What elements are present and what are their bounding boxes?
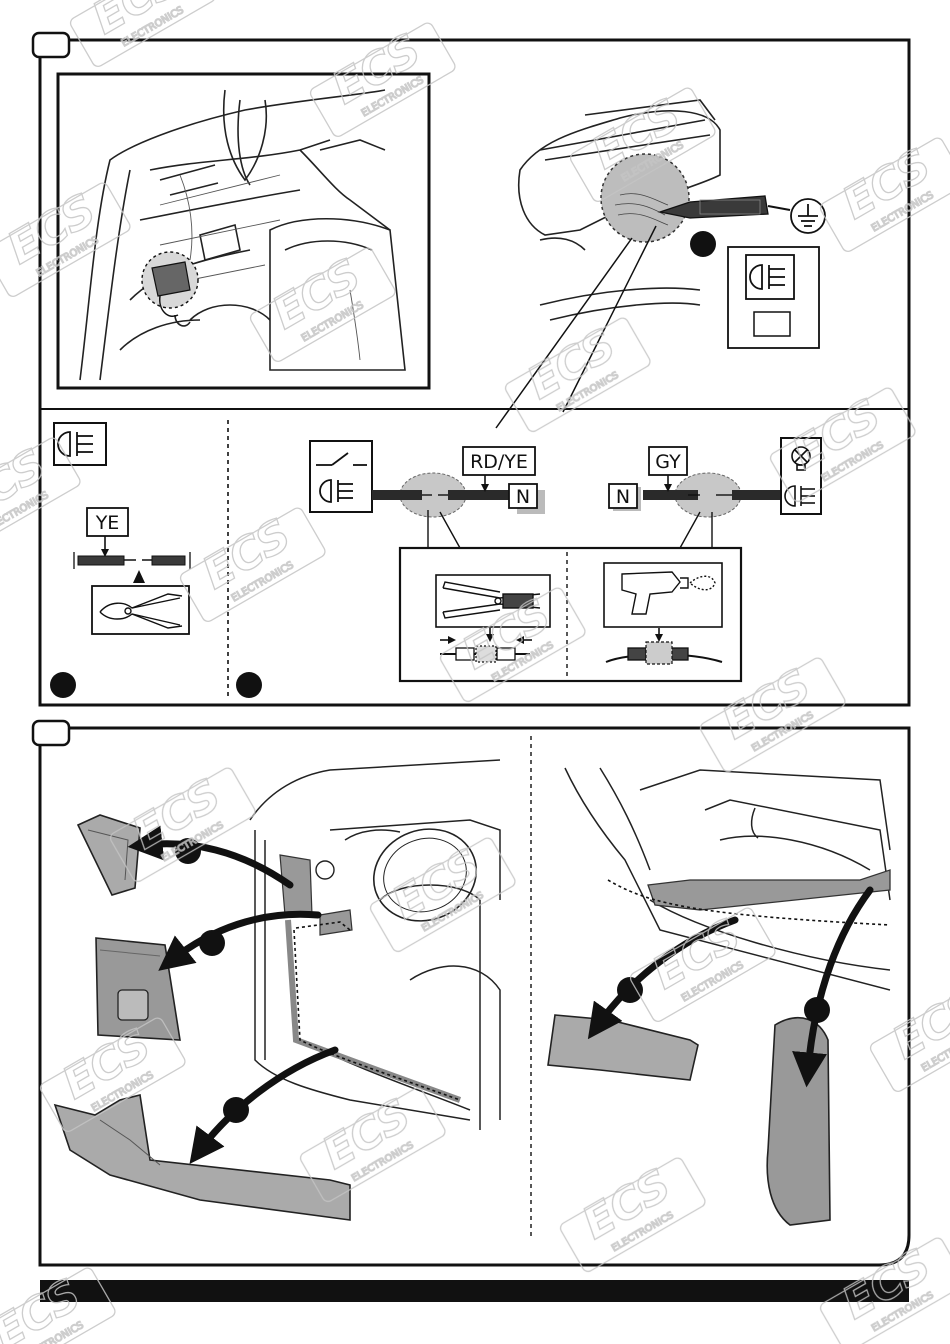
removed-panel-5 (766, 1016, 831, 1226)
switch-icon (316, 452, 367, 466)
removed-panel-2 (95, 937, 181, 1041)
wire-label-n-left: N (516, 486, 530, 508)
trunk-illustration (56, 72, 431, 390)
step-marker-dot (50, 672, 76, 698)
connect-wires-substep: RD/YE N GY N (236, 437, 822, 698)
removed-panel-3 (53, 1094, 351, 1221)
step-number-box (31, 719, 71, 747)
footer-bar (40, 1280, 909, 1302)
rear-door-trim-illustration (564, 767, 891, 991)
rear-fog-light-icon (319, 479, 353, 503)
step-number-box (31, 31, 71, 59)
rear-fog-light-icon (749, 264, 785, 290)
wire-label-n-right: N (616, 486, 630, 508)
step-marker-dot (223, 1097, 249, 1123)
wire-label-gy: GY (655, 451, 681, 473)
step-marker-dot (236, 672, 262, 698)
step-marker-dot (199, 930, 225, 956)
rear-fog-light-icon (784, 485, 815, 507)
step-1-frame: YE (31, 31, 911, 707)
wire-label-rd-ye: RD/YE (470, 451, 528, 473)
rear-fog-light-icon (57, 431, 93, 457)
removed-panel-4 (547, 1014, 699, 1081)
bulb-icon (791, 446, 811, 471)
crimping-tool-icon (442, 581, 541, 619)
wire-label-ye: YE (95, 512, 120, 534)
step-2-frame (31, 719, 911, 1267)
driver-side-trim-illustration (249, 759, 501, 1130)
step-marker-dot (804, 997, 830, 1023)
step-marker-dot (690, 231, 716, 257)
heat-gun-icon (621, 571, 716, 615)
arrow-icon (587, 886, 874, 1088)
pliers-icon (99, 593, 183, 629)
arrow-icon (127, 825, 339, 1164)
cut-wire-substep: YE (50, 422, 191, 698)
step-marker-dot (617, 977, 643, 1003)
fog-light-unit-illustration (495, 99, 826, 429)
